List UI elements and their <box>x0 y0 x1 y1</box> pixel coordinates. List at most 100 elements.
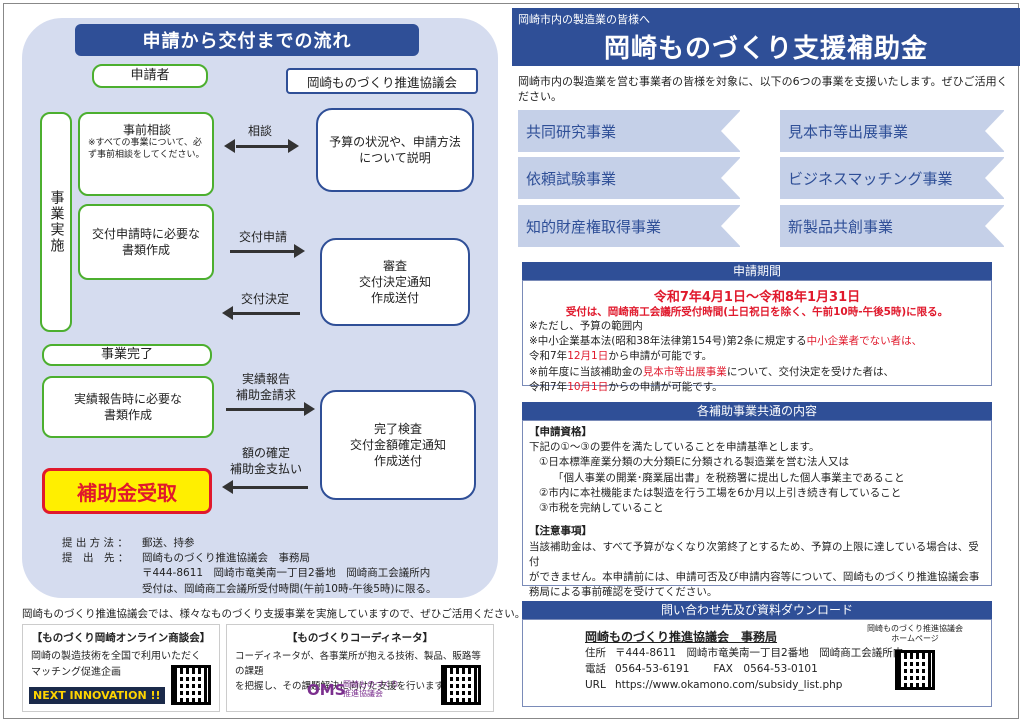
qr-code-icon[interactable] <box>895 650 935 690</box>
hp-label1: 岡崎ものづくり推進協議会 <box>867 624 963 633</box>
period-note2: ※中小企業基本法(昭和38年法律第154号)第2条に規定する中小企業者でない者は… <box>529 335 923 348</box>
consult-note: ※すべての事業について、必ず事前相談をしてください。 <box>88 138 205 160</box>
qualification-title: 【申請資格】 <box>529 426 592 438</box>
page-border <box>3 3 1019 719</box>
card1-title: 【ものづくり岡崎オンライン商談会】 <box>31 632 211 644</box>
online-meeting-card: 【ものづくり岡崎オンライン商談会】 岡崎の製造技術を全国で利用いただく マッチン… <box>22 624 220 712</box>
consult-box: 事前相談 ※すべての事業について、必ず事前相談をしてください。 <box>78 112 214 196</box>
header-title: 岡崎ものづくり支援補助金 <box>603 34 928 64</box>
period-notes: ※ただし、予算の範囲内 ※中小企業基本法(昭和38年法律第154号)第2条に規定… <box>529 319 922 395</box>
qr-code-icon <box>441 665 481 705</box>
pay-arrow <box>232 486 308 489</box>
bottom-note: 岡崎ものづくり推進協議会では、様々なものづくり支援事業を実施していますので、ぜひ… <box>22 608 526 620</box>
contact-fax: 0564-53-0101 <box>743 662 818 675</box>
inspect-box: 完了検査 交付金額確定通知 作成送付 <box>320 390 476 500</box>
apply-arrow-head <box>294 244 305 258</box>
contact-details: 住所〒444-8611 岡崎市竜美南一丁目2番地 岡崎商工会議所内 電話 0564… <box>585 646 903 693</box>
period-note5: 令和7年10月1日からの申請が可能です。 <box>529 380 723 393</box>
contact-tel: 0564-53-6191 <box>615 662 690 675</box>
submit-to-label: 提 出 先 ： <box>62 552 129 565</box>
next-innovation-logo: NEXT INNOVATION !! <box>29 687 165 704</box>
submit-method-label: 提 出 方 法 ： <box>62 537 128 549</box>
submission-info: 提 出 方 法 ： 郵送、持参 提 出 先 ： 岡崎ものづくり推進協議会 事務局 〒… <box>62 536 437 597</box>
decision-arrow <box>232 312 300 315</box>
period-hours: 受付は、岡崎商工会議所受付時間(土日祝日を除く、午前10時-午後5時)に限る。 <box>565 306 949 318</box>
report-arrow-head <box>304 402 315 416</box>
caution-title: 【注意事項】 <box>529 525 592 538</box>
common-box: 【申請資格】 下記の①～③の要件を満たしていることを申請基準とします。 ①日本標… <box>522 420 992 598</box>
submit-method: 郵送、持参 <box>142 537 195 549</box>
side-label-text: 事業実施 <box>48 190 65 254</box>
pay-arrow-label: 額の確定 補助金支払い <box>229 446 302 476</box>
council-label: 岡崎ものづくり推進協議会 <box>286 68 478 94</box>
review-box: 審査 交付決定通知 作成送付 <box>320 238 470 326</box>
decision-arrow-label: 交付決定 <box>240 292 289 306</box>
period-dates: 令和7年4月1日～令和8年1月31日 <box>653 290 861 305</box>
card1-text1: 岡崎の製造技術を全国で利用いただく <box>31 651 201 662</box>
common-heading: 各補助事業共通の内容 <box>522 402 992 420</box>
apply-arrow <box>230 250 294 253</box>
coordinator-card: 【ものづくりコーディネータ】 コーディネータが、各事業所が抱える技術、製品、販路… <box>226 624 494 712</box>
contact-box: 岡崎ものづくり推進協議会 事務局 住所〒444-8611 岡崎市竜美南一丁目2番… <box>522 619 992 707</box>
card2-text: コーディネータが、各事業所が抱える技術、製品、販路等の課題 を把握し、その課題解… <box>235 649 485 695</box>
submit-address: 〒444-8611 岡崎市竜美南一丁目2番地 岡崎商工会議所内 <box>142 567 431 580</box>
report-arrow <box>226 408 304 411</box>
qualification-intro: 下記の①～③の要件を満たしていることを申請基準とします。 <box>529 441 820 454</box>
hp-label2: ホームページ <box>891 633 939 643</box>
fax-label: FAX <box>713 662 733 675</box>
period-note3: 令和7年12月1日から申請が可能です。 <box>529 350 713 363</box>
qualification-1: ①日本標準産業分類の大分類Eに分類される製造業を営む法人又は <box>539 456 850 469</box>
project-item: 依頼試験事業 <box>518 157 741 199</box>
pay-arrow-head <box>222 480 233 494</box>
common-content: 【申請資格】 下記の①～③の要件を満たしていることを申請基準とします。 ①日本標… <box>529 425 989 600</box>
period-box: 令和7年4月1日～令和8年1月31日 受付は、岡崎商工会議所受付時間(土日祝日を… <box>522 280 992 393</box>
explain-box: 予算の状況や、申請方法について説明 <box>316 108 474 192</box>
card2-title: 【ものづくりコーディネータ】 <box>286 632 434 644</box>
completed-label: 事業完了 <box>42 344 212 366</box>
url-label: URL <box>585 678 606 691</box>
tel-label: 電話 <box>585 662 606 675</box>
period-note4: ※前年度に当該補助金の見本市等出展事業について、交付決定を受けた者は、 <box>529 365 894 378</box>
card1-text: 岡崎の製造技術を全国で利用いただく マッチング促進企画 <box>31 649 211 681</box>
applicant-label: 申請者 <box>92 64 208 88</box>
oms-logo-sub: 岡崎ものづくり推進協議会 <box>343 680 399 698</box>
consult-arrow <box>236 145 288 148</box>
homepage-label: 岡崎ものづくり推進協議会 ホームページ <box>865 624 965 643</box>
apply-arrow-label: 交付申請 <box>238 230 287 244</box>
flow-title: 申請から交付までの流れ <box>75 24 419 56</box>
caution-line2: ができません。本申請前には、申請可否及び申請内容等について、岡崎ものづくり推進協… <box>529 570 980 583</box>
header-subtitle: 岡崎市内の製造業の皆様へ <box>518 13 650 26</box>
caution-line3: 務局による事前確認を受けてください。 <box>529 586 718 599</box>
decision-arrow-head <box>222 306 233 320</box>
contact-org: 岡崎ものづくり推進協議会 事務局 <box>585 630 778 644</box>
consult-arrow-label: 相談 <box>247 124 272 138</box>
project-item: 知的財産権取得事業 <box>518 205 741 247</box>
intro-text: 岡崎市内の製造業を営む事業者の皆様を対象に、以下の6つの事業を支援いたします。ぜ… <box>518 75 1008 103</box>
submit-hours: 受付は、岡崎商工会議所受付時間(午前10時-午後5時)に限る。 <box>142 582 437 595</box>
card2-text2: を把握し、その課題解決に向けた支援を行います。 <box>235 681 453 693</box>
receive-subsidy-box: 補助金受取 <box>42 468 212 514</box>
project-item: 見本市等出展事業 <box>780 110 1005 152</box>
qualification-1b: 「個人事業の開業･廃業届出書」を税務署に提出した個人事業主であること <box>553 471 905 484</box>
submit-to: 岡崎ものづくり推進協議会 事務局 <box>142 552 310 565</box>
business-implementation-label: 事業実施 <box>40 112 72 332</box>
project-item: 新製品共創事業 <box>780 205 1005 247</box>
period-heading: 申請期間 <box>522 262 992 280</box>
caution-line1: 当該補助金は、すべて予算がなくなり次第終了とするため、予算の上限に達している場合… <box>529 540 979 568</box>
contact-heading: 問い合わせ先及び資料ダウンロード <box>522 601 992 619</box>
card2-text1: コーディネータが、各事業所が抱える技術、製品、販路等の課題 <box>235 651 481 678</box>
header-banner: 岡崎市内の製造業の皆様へ 岡崎ものづくり支援補助金 <box>512 8 1020 66</box>
qualification-2: ②市内に本社機能または製造を行う工場を6か月以上引き続き有していること <box>539 486 902 499</box>
report-arrow-label: 実績報告 補助金請求 <box>235 372 296 402</box>
addr-label: 住所 <box>585 647 606 659</box>
oms-logo: OMS <box>307 681 346 699</box>
project-item: ビジネスマッチング事業 <box>780 157 1005 199</box>
consult-arrow-right-head <box>288 139 299 153</box>
project-item: 共同研究事業 <box>518 110 741 152</box>
prepare-box: 交付申請時に必要な書類作成 <box>78 204 214 280</box>
consult-arrow-left-head <box>224 139 235 153</box>
contact-address: 〒444-8611 岡崎市竜美南一丁目2番地 岡崎商工会議所内 <box>615 647 904 659</box>
contact-url[interactable]: https://www.okamono.com/subsidy_list.php <box>615 678 843 691</box>
qr-code-icon <box>171 665 211 705</box>
card1-text2: マッチング促進企画 <box>31 667 121 678</box>
